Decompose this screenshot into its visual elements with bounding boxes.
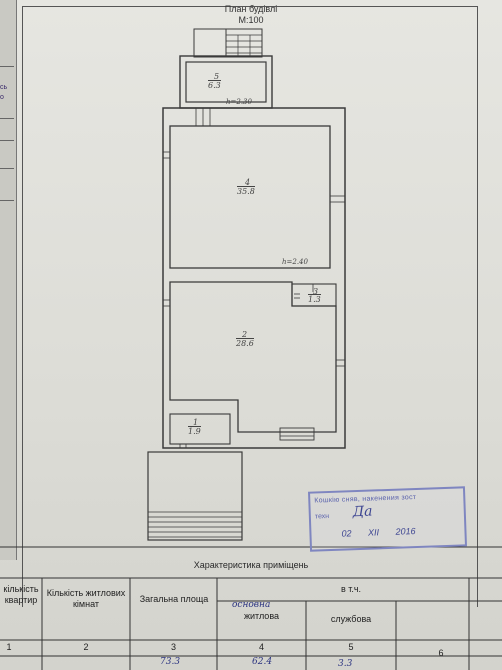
value-service-area: 3.3 (338, 659, 353, 669)
openings (163, 108, 345, 448)
col-main-handwritten: основна (232, 600, 271, 610)
table-grid (0, 546, 502, 670)
verification-stamp: Кошкію сняв, накенения зост техн Да 02 X… (308, 486, 467, 552)
room-3-area: 1.3 (308, 294, 321, 304)
stamp-day: 02 (341, 528, 352, 539)
edge-text: сь (0, 84, 8, 91)
stamp-year: 2016 (395, 526, 416, 537)
height-upper: h=2.30 (226, 98, 252, 106)
room-5-number: 5 (214, 72, 220, 81)
col-num-6: 6 (438, 648, 444, 658)
room-4-area: 35.8 (237, 186, 255, 196)
col-num-5: 5 (348, 642, 354, 652)
value-total-area: 73.3 (160, 657, 181, 667)
edge-line (0, 118, 14, 119)
col-group-header: в т.ч. (340, 584, 362, 594)
main-walls (162, 107, 346, 449)
stamp-date: 02 XII 2016 (341, 526, 429, 539)
col-service-header: службова (330, 614, 372, 624)
edge-line (0, 168, 14, 169)
plan-title: План будівлі (224, 4, 278, 14)
rooms-table: Характеристика приміщень (0, 546, 502, 670)
room-2-number: 2 (242, 330, 248, 339)
plan-scale: М:100 (238, 15, 264, 25)
col-rooms-header: Кількість житлових кімнат (46, 588, 126, 609)
edge-line (0, 66, 14, 67)
col-num-4: 4 (258, 642, 264, 652)
stamp-signature: Да (352, 503, 373, 521)
col-living-header: житлова (243, 611, 279, 621)
bottom-stairs (147, 451, 243, 541)
col-total-area-header: Загальна площа (139, 594, 209, 604)
height-main: h=2.40 (282, 258, 308, 266)
room-1-area: 1.9 (188, 426, 201, 436)
value-main-area: 62.4 (252, 657, 273, 667)
room-4-number: 4 (245, 178, 251, 187)
table-title: Характеристика приміщень (193, 560, 309, 570)
room-3-number: 3 (313, 287, 319, 296)
col-apartments-header: кількість квартир (3, 584, 39, 605)
edge-text: о (0, 94, 4, 101)
col-num-2: 2 (83, 642, 89, 652)
col-num-3: 3 (170, 642, 176, 652)
drawing-frame (22, 6, 478, 607)
room-1-number: 1 (193, 418, 199, 427)
room-5-area: 6.3 (208, 80, 221, 90)
edge-line (0, 200, 14, 201)
top-stairs (193, 28, 263, 58)
room-2-area: 28.6 (236, 338, 254, 348)
stamp-line-2: техн (314, 513, 330, 521)
edge-line (0, 140, 14, 141)
col-num-1: 1 (6, 642, 12, 652)
stamp-month: XII (367, 527, 380, 538)
